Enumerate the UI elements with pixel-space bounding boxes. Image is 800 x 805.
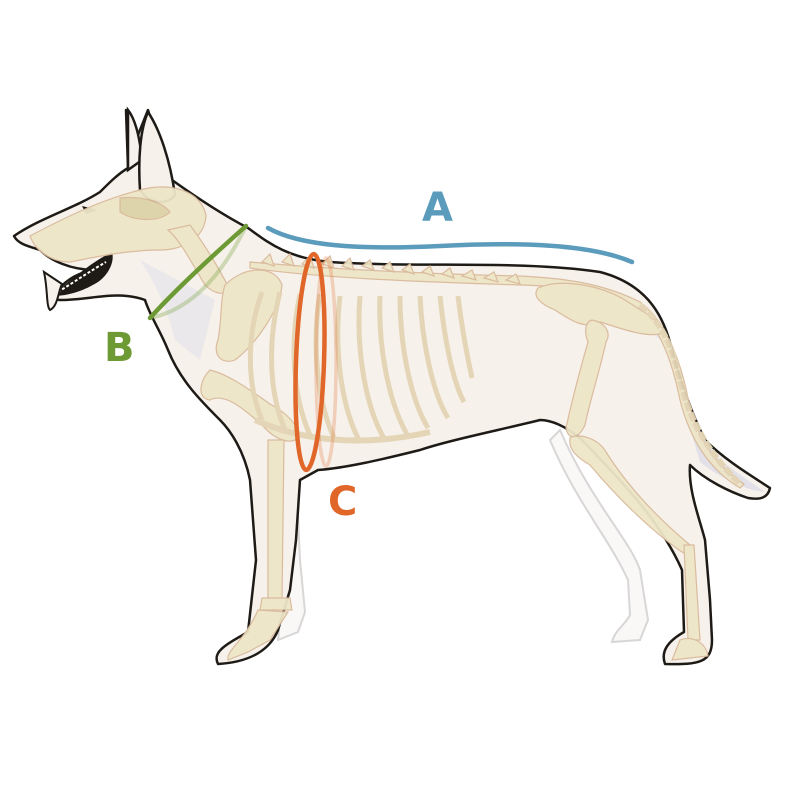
measure-a-label: A — [422, 185, 453, 231]
ribs — [247, 291, 475, 444]
measure-b-label: B — [104, 325, 135, 371]
measure-a-line — [265, 225, 635, 265]
measure-c-label: C — [328, 479, 358, 525]
measure-c-ring — [293, 251, 338, 473]
measure-b-ring — [147, 223, 249, 321]
skeleton — [29, 186, 745, 661]
